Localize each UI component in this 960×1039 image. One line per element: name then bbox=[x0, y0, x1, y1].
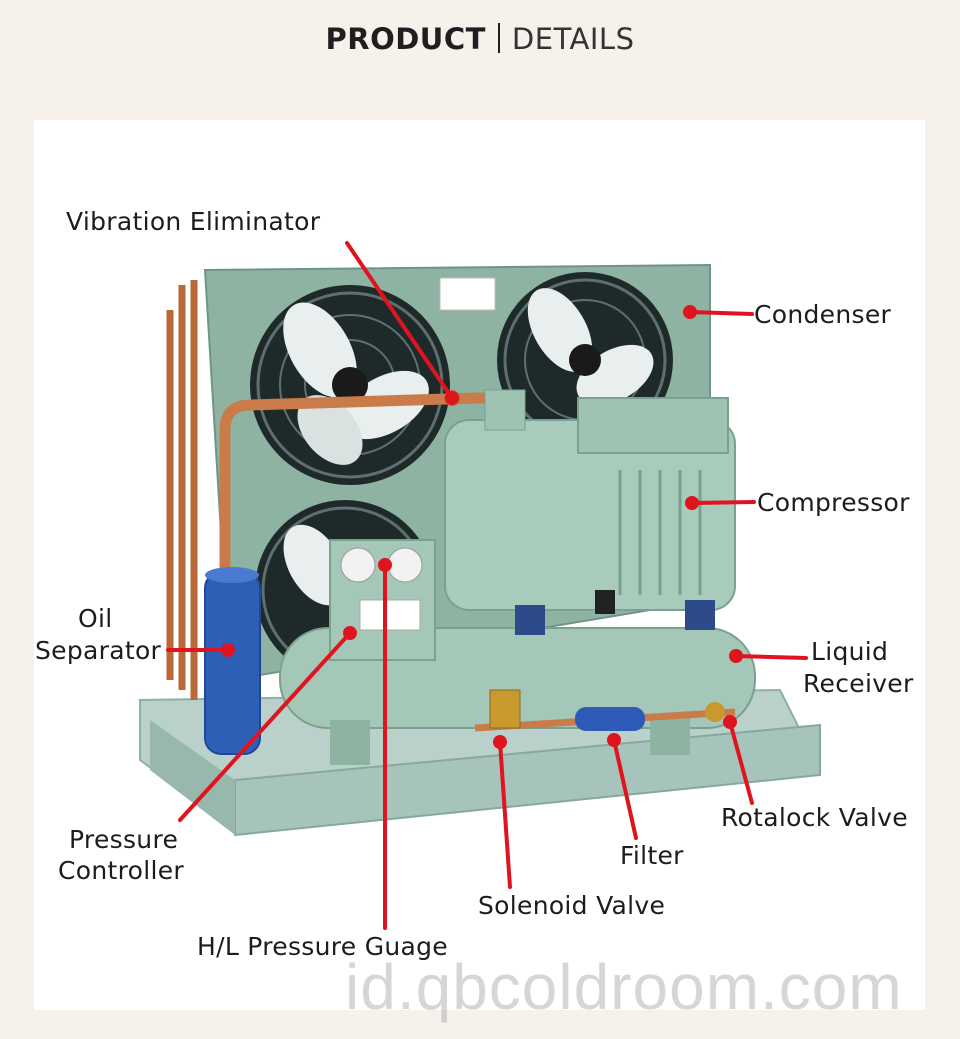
label-hl-pressure-gauge: H/L Pressure Guage bbox=[197, 932, 448, 961]
label-oil-separator-line2: Separator bbox=[35, 636, 162, 665]
label-rotalock-valve: Rotalock Valve bbox=[721, 803, 908, 832]
watermark-text: id.qbcoldroom.com bbox=[345, 951, 903, 1023]
label-liquid-receiver-line1: Liquid bbox=[811, 637, 889, 666]
oil-separator-cylinder bbox=[204, 567, 261, 755]
header-divider bbox=[497, 23, 500, 53]
label-vibration-eliminator: Vibration Eliminator bbox=[66, 207, 321, 236]
condenser-fan-left-top bbox=[250, 285, 450, 485]
label-oil-separator-line1: Oil bbox=[78, 604, 113, 633]
label-condenser: Condenser bbox=[754, 300, 892, 329]
label-solenoid-valve: Solenoid Valve bbox=[478, 891, 666, 920]
label-liquid-receiver-line2: Receiver bbox=[803, 669, 914, 698]
label-compressor: Compressor bbox=[757, 488, 910, 517]
liquid-line bbox=[474, 689, 736, 732]
header-title-bold: PRODUCT bbox=[325, 22, 486, 56]
leader-lines bbox=[166, 241, 808, 930]
header-title-light: DETAILS bbox=[511, 22, 635, 56]
label-pressure-controller-line1: Pressure bbox=[69, 825, 179, 854]
leader-dots bbox=[221, 305, 743, 749]
compressor-body bbox=[444, 389, 736, 635]
copper-coil bbox=[166, 280, 198, 700]
pressure-controller-box bbox=[329, 539, 436, 661]
section-header: PRODUCT DETAILS bbox=[0, 22, 960, 56]
label-filter: Filter bbox=[620, 841, 684, 870]
label-pressure-controller-line2: Controller bbox=[58, 856, 184, 885]
